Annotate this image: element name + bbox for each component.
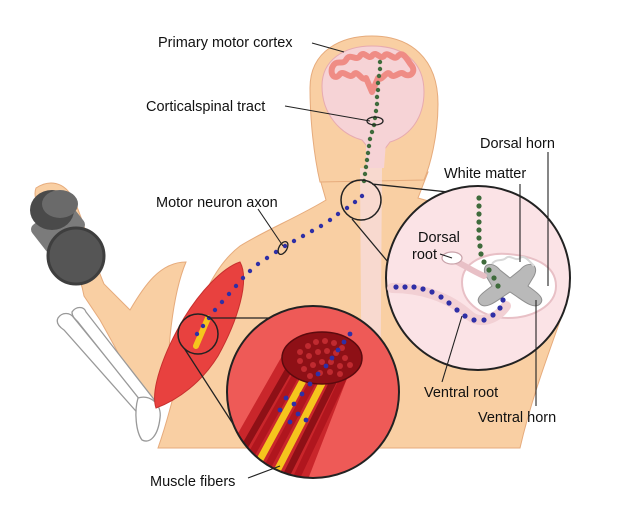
label-dorsal-root-line1: Dorsal	[418, 230, 460, 246]
arm-bones	[56, 306, 161, 442]
axon-marker-ring	[277, 240, 289, 256]
label-dorsal-root-line2: root	[412, 247, 437, 263]
leader-muscle-fibers	[247, 465, 281, 479]
spinal-cord-zoom	[385, 185, 571, 371]
grey-matter	[477, 263, 543, 307]
muscle-zoom-ring	[226, 305, 400, 479]
fiber-axon-dots	[277, 331, 353, 425]
label-motor-neuron-axon: Motor neuron axon	[156, 195, 278, 211]
label-ventral-horn: Ventral horn	[478, 410, 556, 426]
label-corticospinal-tract: Corticalspinal tract	[146, 99, 265, 115]
label-dorsal-horn: Dorsal horn	[480, 136, 555, 152]
leader-primary-motor-cortex	[311, 42, 345, 53]
dumbbell-plate-main-rim	[46, 226, 106, 286]
brain-stem	[366, 142, 386, 168]
label-white-matter: White matter	[444, 166, 526, 182]
spinal-zoom-source-ring	[340, 179, 382, 221]
zoom-axon-dots	[393, 284, 506, 323]
dumbbell-plate-main	[48, 228, 104, 284]
fascicle-end-face	[281, 331, 363, 385]
leader-corticospinal-tract	[284, 105, 371, 122]
motor-axon-dots	[194, 193, 365, 337]
fiber-end-dots	[297, 338, 353, 379]
white-matter-gyri	[491, 255, 535, 267]
label-ventral-root: Ventral root	[424, 385, 498, 401]
muscle-zoom-source-ring	[177, 313, 219, 355]
dumbbell-plate-top-rim	[42, 190, 78, 218]
brain	[321, 45, 425, 168]
dumbbell	[30, 190, 106, 286]
biceps-highlight	[193, 315, 211, 349]
labels: Primary motor cortex Corticalspinal trac…	[146, 35, 556, 490]
label-muscle-fibers: Muscle fibers	[150, 474, 235, 490]
motor-cortex-folds	[328, 51, 417, 95]
leader-lines	[247, 42, 549, 479]
label-primary-motor-cortex: Primary motor cortex	[158, 35, 293, 51]
zoom-tract-dots	[476, 195, 501, 289]
leader-motor-neuron-axon	[257, 208, 284, 247]
leader-ventral-root	[441, 315, 463, 383]
spinal-zoom-connector-bottom	[351, 218, 389, 263]
leader-dorsal-root	[439, 253, 453, 259]
